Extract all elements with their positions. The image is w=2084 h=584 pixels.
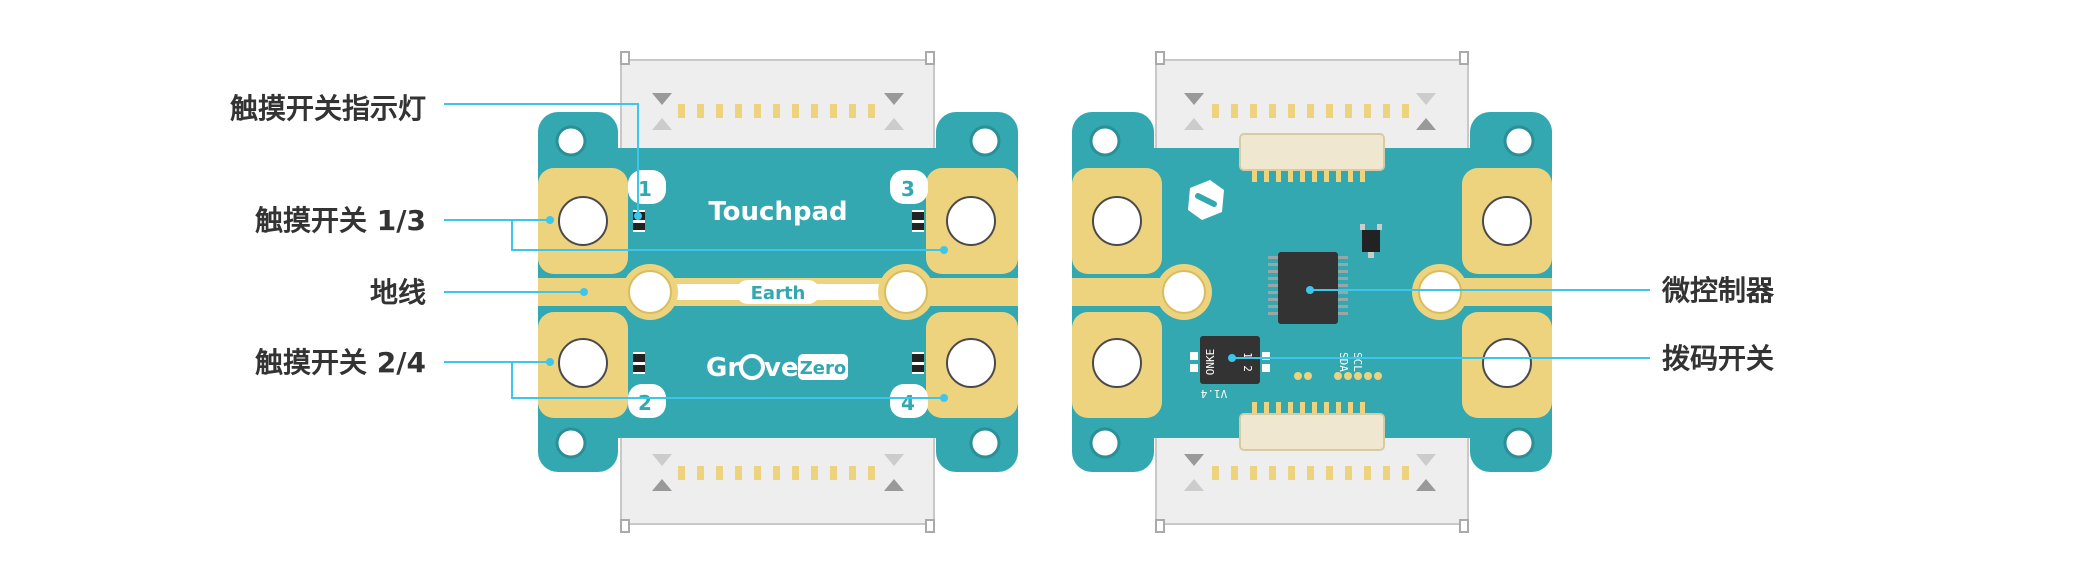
indicator-leds: [633, 210, 924, 374]
back-pads: [1072, 168, 1552, 418]
callout-dot-touch24-b: [940, 394, 948, 402]
front-earth-strip: Earth: [538, 264, 1018, 320]
label-earth: 地线: [370, 276, 426, 309]
callout-line-touch24-b: [511, 362, 944, 399]
brand-prefix: Gr: [706, 353, 740, 383]
callout-line-indicator: [444, 103, 639, 216]
label-dip: 拨码开关: [1662, 342, 1774, 375]
front-touch-pads: [538, 168, 1018, 418]
callout-dot-touch24-a: [546, 358, 554, 366]
front-bottom-connector-pins: [678, 466, 875, 480]
callout-dot-touch13-a: [546, 216, 554, 224]
earth-label: Earth: [751, 283, 806, 304]
back-fpc-connectors: [1239, 133, 1385, 451]
board-title: Touchpad: [708, 197, 847, 227]
front-top-connector-pins: [678, 104, 875, 118]
callout-dot-indicator: [634, 212, 642, 220]
transistor: [1360, 224, 1382, 258]
callout-lines: [444, 103, 1650, 402]
grove-zero-logo: Gr ve Zero: [706, 353, 848, 383]
label-mcu: 微控制器: [1661, 274, 1775, 307]
callout-dot-touch13-b: [940, 246, 948, 254]
pad-number-4: 4: [901, 391, 915, 415]
callout-dot-mcu: [1306, 286, 1314, 294]
callout-line-touch13-b: [511, 220, 944, 251]
label-indicator: 触摸开关指示灯: [230, 92, 426, 125]
callout-dot-earth: [580, 288, 588, 296]
pad-number-3: 3: [901, 177, 915, 201]
dip-switch-nums: 1 2: [1241, 352, 1254, 372]
callout-labels: 触摸开关指示灯 触摸开关 1/3 地线 触摸开关 2/4 微控制器 拨码开关: [230, 92, 1775, 379]
brand-suffix: ve: [764, 353, 799, 383]
brand-logo-icon: [1188, 180, 1224, 220]
dip-switch-text: ONKE: [1204, 349, 1217, 376]
brand-badge: Zero: [800, 358, 847, 379]
pad-number-2: 2: [638, 391, 652, 415]
label-touch24: 触摸开关 2/4: [255, 346, 426, 379]
silk-sda: SDA: [1337, 352, 1350, 372]
callout-dot-dip: [1228, 354, 1236, 362]
pad-number-1: 1: [638, 177, 652, 201]
back-bottom-connector-pins: [1212, 466, 1409, 480]
front-bottom-connector: [620, 423, 935, 533]
silk-scl: SCL: [1351, 352, 1364, 372]
front-board: Earth 1 3 2 4: [538, 51, 1018, 533]
back-top-connector-pins: [1212, 104, 1409, 118]
version-silk: V1.4: [1200, 387, 1227, 400]
label-touch13: 触摸开关 1/3: [255, 204, 426, 237]
front-top-connector: [620, 51, 935, 161]
